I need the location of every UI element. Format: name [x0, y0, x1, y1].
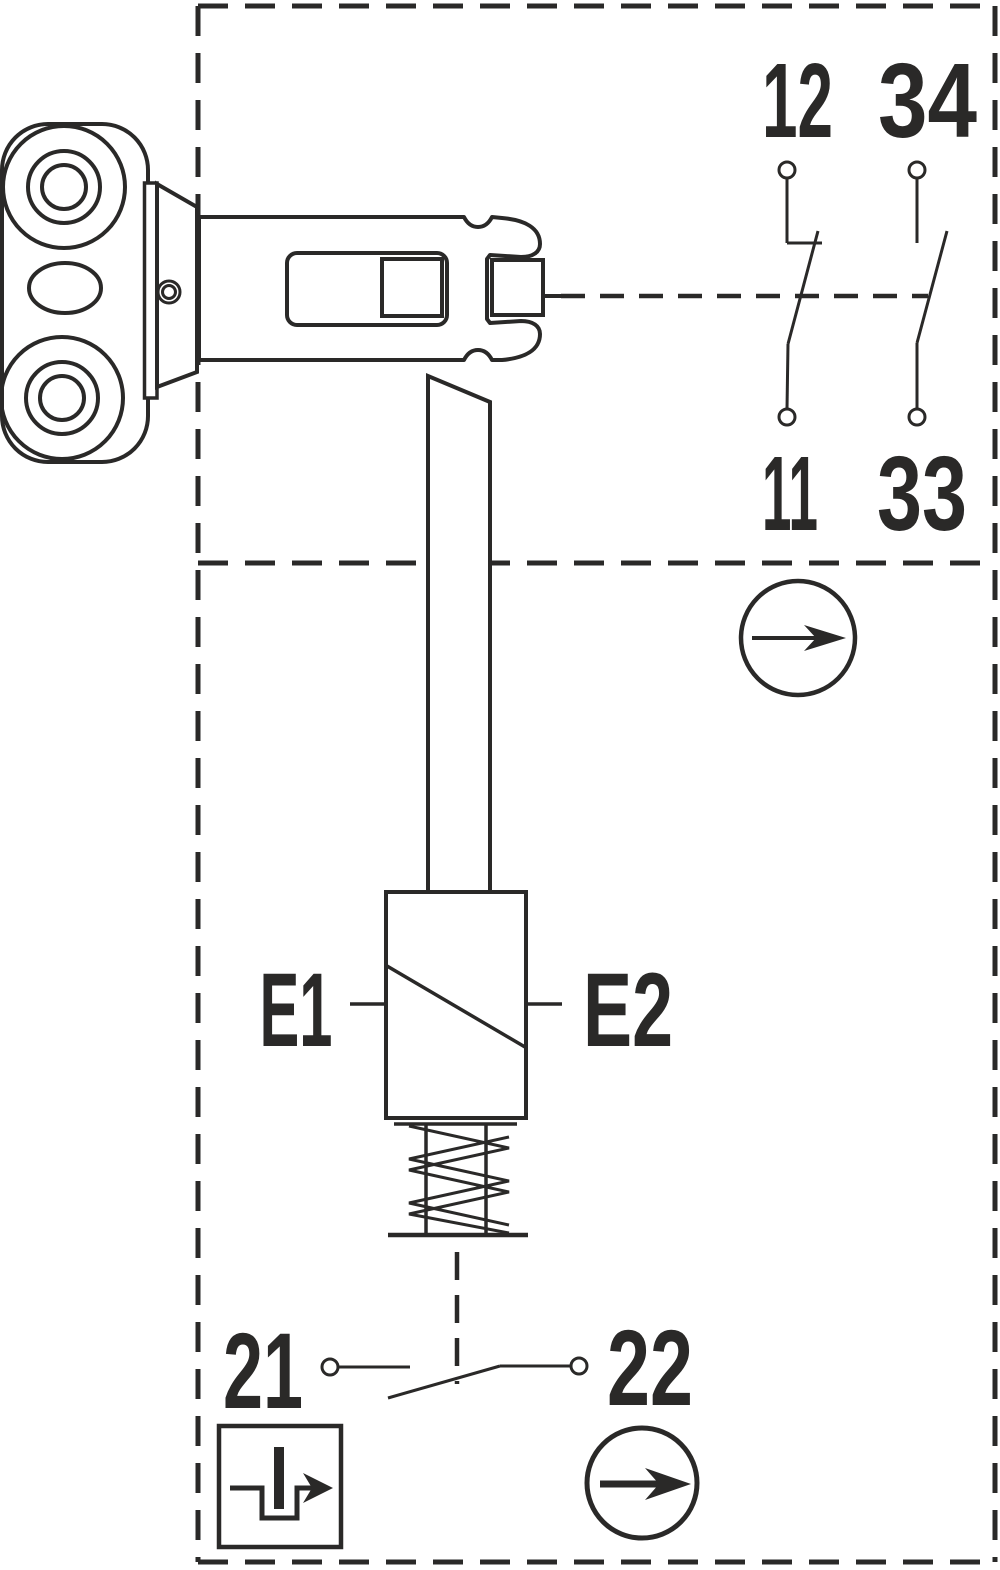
terminal-label-21: 21	[223, 1310, 303, 1431]
actuator-hole-bottom-outer	[0, 335, 125, 461]
contact-11-lead	[785, 343, 790, 410]
terminal-34	[907, 160, 927, 180]
contact-nc-21-22: 21 22	[223, 1307, 693, 1431]
actuation-direction-icon-bottom	[584, 1425, 700, 1541]
positive-opening-arrow-head	[303, 1473, 333, 1503]
terminal-22	[569, 1356, 589, 1376]
terminal-33	[907, 407, 927, 427]
plunger-rod	[426, 372, 492, 892]
actuator-body	[0, 122, 150, 464]
terminal-11	[777, 407, 797, 427]
actuator-hole-bottom-mid	[24, 360, 100, 436]
terminal-label-11: 11	[762, 435, 818, 553]
terminal-label-12: 12	[762, 42, 833, 160]
direction-arrow-head	[804, 625, 846, 651]
locking-pin	[490, 258, 545, 317]
coil-label-e2: E2	[583, 952, 673, 1069]
solenoid-coil: E1 E2	[260, 890, 673, 1120]
actuator-hole-top-inner	[40, 163, 88, 211]
return-spring	[388, 1122, 528, 1238]
contact-no-33-34: 34 33	[877, 42, 977, 553]
positive-opening-path	[230, 1485, 313, 1521]
positive-opening-plunger-bar	[274, 1447, 284, 1509]
switch-head-drawing	[197, 215, 561, 362]
terminal-label-33: 33	[877, 435, 967, 553]
actuation-direction-icon-top	[738, 578, 858, 698]
screw-inner	[161, 284, 177, 300]
actuator-hole-bottom-inner	[38, 374, 86, 422]
contact-blade-nc	[786, 230, 820, 345]
direction-arrow-head	[645, 1468, 691, 1500]
coil-diagonal	[386, 964, 526, 1049]
coil-label-e1: E1	[260, 952, 333, 1069]
terminal-21	[320, 1357, 340, 1377]
actuator-hole-top-outer	[1, 124, 127, 250]
actuator-key-drawing	[0, 122, 199, 464]
spring-coil-a	[408, 1124, 510, 1235]
terminal-12	[777, 160, 797, 180]
positive-opening-icon	[216, 1423, 344, 1550]
contact-blade-21-22	[387, 1364, 501, 1400]
actuator-hole-top-mid	[26, 149, 102, 225]
actuator-slot	[27, 261, 103, 315]
contact-nc-11-12: 12 11	[762, 42, 833, 553]
contact-blade-no	[915, 230, 949, 344]
terminal-label-22: 22	[607, 1307, 693, 1428]
spring-coil-b	[408, 1135, 510, 1227]
terminal-label-34: 34	[878, 42, 977, 160]
tongue-window-insert	[380, 257, 444, 318]
